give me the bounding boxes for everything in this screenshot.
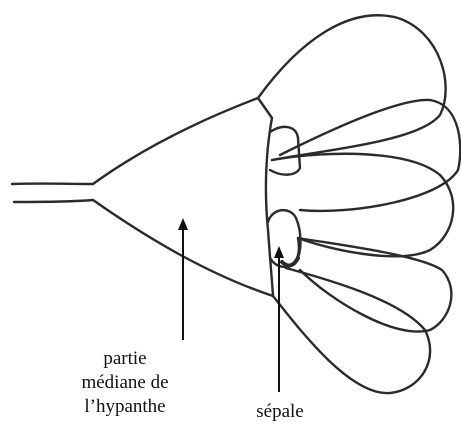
arrow-sepale-head: [274, 246, 284, 258]
label-hypanthe-line-3: l’hypanthe: [60, 395, 190, 419]
petal: [258, 15, 446, 160]
label-hypanthe-line-1: partie: [60, 347, 190, 371]
hypanthium-rim: [266, 118, 273, 296]
stem: [14, 200, 93, 202]
arrow-hypanthe-head: [178, 218, 188, 230]
label-hypanthe-line-2: médiane de: [60, 371, 190, 395]
label-hypanthe: partie médiane de l’hypanthe: [60, 347, 190, 419]
label-sepale: sépale: [232, 400, 328, 424]
sepal-upper: [270, 127, 300, 175]
